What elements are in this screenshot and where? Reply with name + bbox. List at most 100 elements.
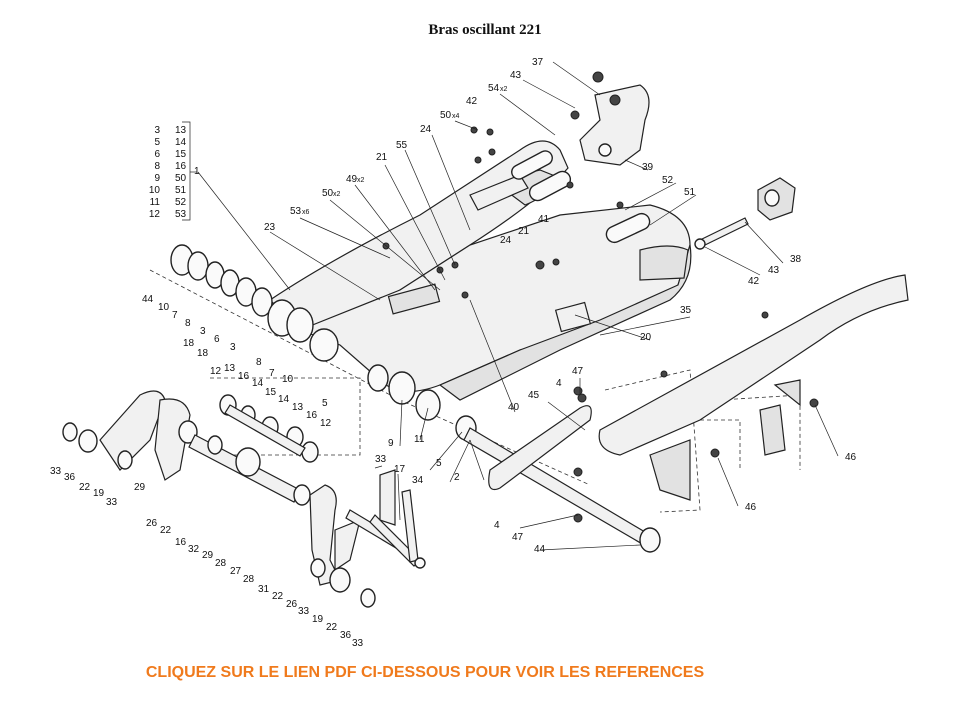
callout-10: 10 [158,302,170,313]
slot-plates [511,150,651,244]
callout-33: 33 [106,497,118,508]
callout-2: 2 [454,472,460,483]
callout-47: 47 [572,366,584,377]
kit-table-cell: 52 [175,197,187,208]
callout-31: 31 [258,584,270,595]
kit-table-cell: 51 [175,185,187,196]
kit-table-cell: 5 [154,137,160,148]
quantity-multiplier: x4 [452,113,460,120]
callout-29: 29 [134,482,146,493]
callout-5: 5 [322,398,328,409]
callout-52: 52 [662,175,674,186]
callout-40: 40 [508,402,520,413]
callout-22: 22 [326,622,338,633]
callout-35: 35 [680,305,692,316]
kit-table-cell: 16 [175,161,187,172]
callout-23: 23 [264,222,276,233]
callout-24: 24 [420,124,432,135]
leader-line [431,134,471,231]
leader-line [624,182,677,211]
leader-line [384,164,446,281]
diagram-title: Bras oscillant 221 [428,22,542,38]
callout-44: 44 [142,294,154,305]
leader-line [399,399,403,447]
callout-16: 16 [175,537,187,548]
swingarm-body [269,140,692,401]
callout-3: 3 [200,326,206,337]
chain-slider [488,393,592,491]
callout-labels: 3743544250245539214950535251412124384342… [50,57,857,649]
callout-36: 36 [64,472,76,483]
callout-12: 12 [320,418,332,429]
leader-line [547,401,586,431]
callout-21: 21 [518,226,530,237]
kit-table-cell: 15 [175,149,187,160]
callout-26: 26 [286,599,298,610]
callout-50: 50 [440,110,452,121]
callout-55: 55 [396,140,408,151]
leader-line [374,465,383,469]
callout-20: 20 [640,332,652,343]
leader-line [519,514,579,529]
callout-34: 34 [412,475,424,486]
callout-21: 21 [376,152,388,163]
callout-3: 3 [230,342,236,353]
callout-11: 11 [414,434,425,445]
callout-14: 14 [278,394,290,405]
callout-6: 6 [214,334,220,345]
callout-50: 50 [322,188,334,199]
caliper-bracket [579,84,650,166]
callout-22: 22 [79,482,91,493]
callout-7: 7 [172,310,178,321]
callout-45: 45 [528,390,540,401]
quantity-multiplier: x6 [302,209,310,216]
callout-10: 10 [282,374,294,385]
callout-4: 4 [556,378,562,389]
callout-22: 22 [272,591,284,602]
callout-33: 33 [375,454,387,465]
callout-54: 54 [488,83,500,94]
callout-46: 46 [745,502,757,513]
callout-37: 37 [532,57,544,68]
kit-table-cell: 3 [154,125,160,136]
leader-line [599,316,691,336]
leader-line [454,120,479,131]
leader-line [429,431,463,471]
callout-19: 19 [312,614,324,625]
callout-41: 41 [538,214,550,225]
pdf-link-notice[interactable]: CLIQUEZ SUR LE LIEN PDF CI-DESSOUS POUR … [145,664,705,681]
callout-4: 4 [494,520,500,531]
callout-42: 42 [748,276,760,287]
kit-table-cell: 13 [175,125,187,136]
callout-33: 33 [298,606,310,617]
callout-43: 43 [510,70,522,81]
callout-51: 51 [684,187,696,198]
kit-table-cell: 6 [154,149,160,160]
kit-table-cell: 11 [150,197,161,208]
front-pivot-bearing-stack [170,244,477,441]
leader-line [397,473,401,521]
chain-guard [598,274,909,501]
leader-line [449,439,471,483]
kit-table-cell: 9 [154,173,160,184]
callout-19: 19 [93,488,105,499]
callout-15: 15 [265,387,277,398]
leader-line [469,439,485,481]
callout-49: 49 [346,174,358,185]
callout-9: 9 [388,438,394,449]
callout-26: 26 [146,518,158,529]
suspension-linkage-right [309,484,421,608]
callout-7: 7 [269,368,275,379]
leader-line [197,171,291,291]
callout-32: 32 [188,544,200,555]
chain-adjuster-block [757,177,796,221]
leader-line [354,184,436,291]
callout-13: 13 [224,363,236,374]
leader-line [522,79,576,109]
callout-47: 47 [512,532,524,543]
kit-table-cell: 10 [149,185,161,196]
leader-line [404,149,456,266]
callout-16: 16 [238,371,250,382]
leader-line [744,221,784,264]
leader-line [814,404,839,457]
